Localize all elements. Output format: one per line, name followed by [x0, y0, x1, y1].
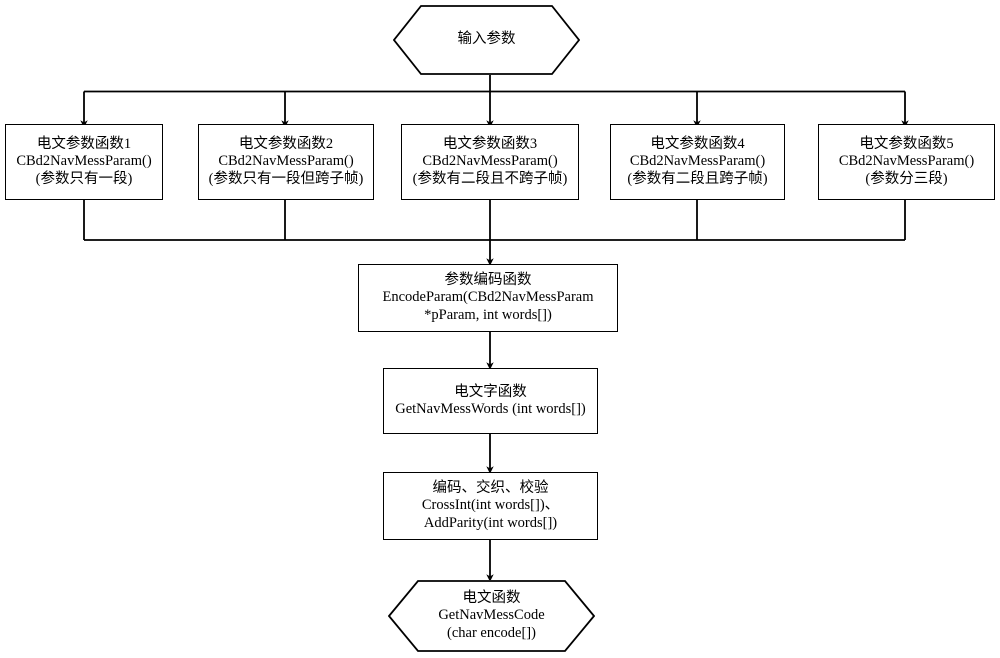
node-param-func-1[interactable]: 电文参数函数1 CBd2NavMessParam() (参数只有一段)	[5, 124, 163, 200]
node-label-line-3: (参数只有一段)	[35, 170, 133, 187]
node-label-line-2: CBd2NavMessParam()	[16, 153, 152, 170]
node-label-line-2: CBd2NavMessParam()	[838, 153, 975, 170]
node-get-nav-mess-words[interactable]: 电文字函数 GetNavMessWords (int words[])	[383, 368, 598, 434]
node-param-func-3[interactable]: 电文参数函数3 CBd2NavMessParam() (参数有二段且不跨子帧)	[401, 124, 579, 200]
hexagon-shape	[388, 580, 595, 652]
hexagon-shape	[393, 5, 580, 75]
node-label-line-2: GetNavMessWords (int words[])	[395, 401, 586, 417]
node-param-func-5[interactable]: 电文参数函数5 CBd2NavMessParam() (参数分三段)	[818, 124, 995, 200]
node-label-line-1: 电文参数函数4	[650, 136, 745, 153]
node-label-line-3: *pParam, int words[])	[424, 306, 552, 323]
node-get-nav-mess-code[interactable]: 电文函数 GetNavMessCode (char encode[])	[388, 580, 595, 652]
node-label-line-1: 电文参数函数2	[238, 136, 334, 153]
node-label-line-2: CBd2NavMessParam()	[629, 153, 766, 170]
node-label: 输入参数	[457, 31, 516, 48]
node-label-line-1: 电文参数函数5	[859, 136, 954, 153]
node-label-line-1: 电文函数	[462, 590, 521, 607]
node-param-func-2[interactable]: 电文参数函数2 CBd2NavMessParam() (参数只有一段但跨子帧)	[198, 124, 374, 200]
node-label-line-2: CrossInt(int words[])、	[421, 497, 560, 514]
node-label-line-3: (参数有二段且不跨子帧)	[412, 170, 568, 187]
node-param-func-4[interactable]: 电文参数函数4 CBd2NavMessParam() (参数有二段且跨子帧)	[610, 124, 785, 200]
node-label-line-2: GetNavMessCode	[438, 607, 545, 624]
node-label-line-3: (char encode[])	[447, 624, 536, 641]
node-label-line-2: CBd2NavMessParam()	[218, 153, 354, 170]
node-label-line-3: (参数分三段)	[865, 170, 948, 187]
node-label-line-2: CBd2NavMessParam()	[422, 153, 558, 170]
node-label-line-3: (参数只有一段但跨子帧)	[208, 170, 364, 187]
node-label-line-1: 电文字函数	[454, 383, 527, 400]
node-label-line-3: (参数有二段且跨子帧)	[627, 170, 768, 187]
node-label-line-1: 电文参数函数1	[36, 136, 132, 153]
node-cross-int-add-parity[interactable]: 编码、交织、校验 CrossInt(int words[])、 AddParit…	[383, 472, 598, 540]
node-encode-param[interactable]: 参数编码函数 EncodeParam(CBd2NavMessParam *pPa…	[358, 264, 618, 332]
node-label-line-1: 编码、交织、校验	[432, 480, 549, 497]
node-input-params[interactable]: 输入参数	[393, 5, 580, 75]
node-label-line-2: EncodeParam(CBd2NavMessParam	[382, 289, 594, 306]
node-label-line-1: 参数编码函数	[444, 272, 532, 289]
node-label-line-3: AddParity(int words[])	[423, 514, 558, 531]
node-label-line-1: 电文参数函数3	[442, 136, 538, 153]
